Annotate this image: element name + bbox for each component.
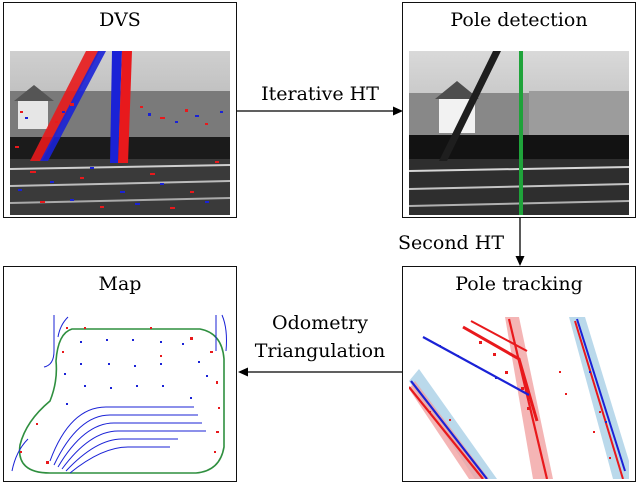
dvs-panel: DVS [3,2,237,218]
odometry-triangulation-arrow [238,367,403,377]
odometry-label: Odometry [272,312,368,334]
dvs-event-image [10,51,230,215]
map-panel: Map [3,266,237,482]
second-ht-label: Second HT [397,232,505,254]
dvs-title: DVS [99,9,141,31]
pole-tracking-title: Pole tracking [455,273,583,295]
triangulation-label: Triangulation [254,340,386,362]
pole-detection-title: Pole detection [450,9,588,31]
iterative-ht-arrow [237,106,403,116]
map-plot [10,311,232,479]
pole-tracking-plot [409,311,631,479]
pole-detection-image [409,51,629,215]
pole-tracking-panel: Pole tracking [402,266,636,482]
iterative-ht-label: Iterative HT [261,83,379,105]
pole-detection-panel: Pole detection [402,2,636,218]
map-title: Map [98,273,142,295]
second-ht-arrow [515,218,525,266]
